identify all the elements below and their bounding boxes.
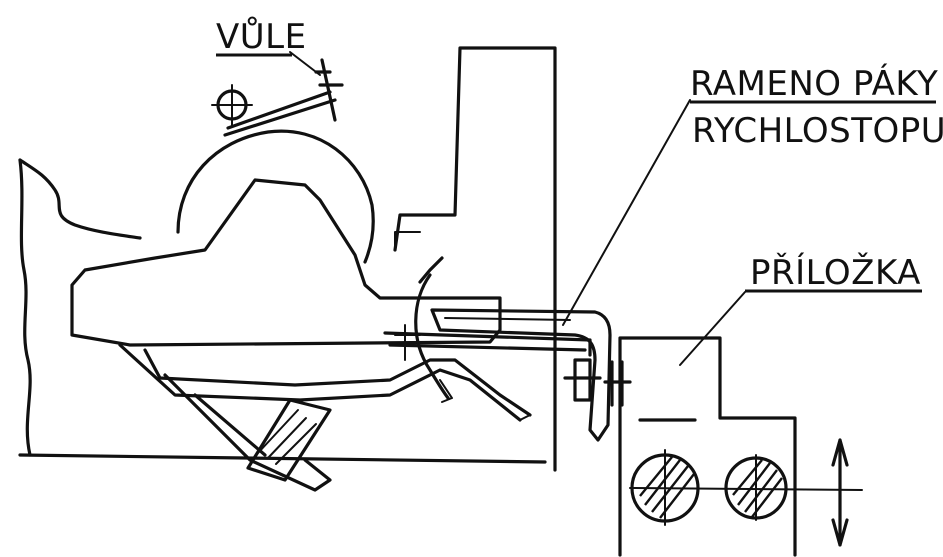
arm-bolt xyxy=(563,358,632,407)
clearance-crosshair xyxy=(211,84,253,126)
rail-end xyxy=(519,414,531,421)
lower-rail-1 xyxy=(118,343,522,422)
lower-rail-2 xyxy=(143,348,532,417)
rotation-arrow-head xyxy=(418,256,444,284)
shaft-upper xyxy=(163,373,332,492)
double-arrow-heads xyxy=(831,438,849,547)
bolt-centerline xyxy=(629,449,863,526)
shaft-lower xyxy=(193,393,267,457)
lever-arm-inner xyxy=(444,317,571,321)
plate-step xyxy=(394,231,421,251)
rameno-leader xyxy=(562,99,691,326)
bolt-right-hatch xyxy=(732,459,783,518)
coupling xyxy=(246,398,332,482)
rotation-arrow xyxy=(414,273,450,400)
label-rameno-line1: RAMENO PÁKY xyxy=(690,63,938,104)
rod-lower xyxy=(388,343,587,352)
cam-arc xyxy=(176,129,375,264)
coupling-lines xyxy=(257,409,317,465)
prilozka-leader xyxy=(679,291,746,366)
label-prilozka: PŘÍLOŽKA xyxy=(750,252,921,293)
left-body-outline xyxy=(18,158,142,457)
vule-leader xyxy=(289,51,321,76)
lever-body xyxy=(70,178,502,347)
lever-arm xyxy=(430,308,612,442)
rotation-arrow-tail xyxy=(439,379,453,403)
label-vule: VŮLE xyxy=(216,16,307,57)
feeler-gauge xyxy=(223,58,344,137)
label-rameno-line2: RYCHLOSTOPU xyxy=(692,111,943,151)
vertical-plate xyxy=(393,46,557,472)
prilozka-plate xyxy=(618,336,797,557)
